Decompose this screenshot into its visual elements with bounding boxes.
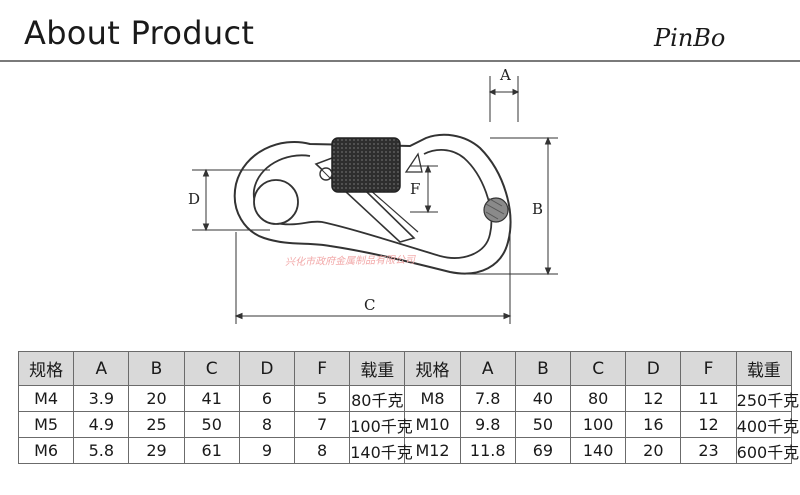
table-cell: 6	[238, 385, 296, 412]
table-row: M4 3.9 20 41 6 5 80千克 M8 7.8 40 80 12 11…	[17, 385, 799, 412]
table-cell: 11.8	[459, 437, 516, 464]
table-cell: 100千克	[349, 411, 413, 438]
header-cell: B	[514, 351, 572, 386]
table-cell: 50	[183, 411, 240, 438]
label-b: B	[532, 200, 543, 218]
header-cell: C	[570, 351, 627, 386]
table-cell: 100	[570, 411, 627, 438]
header-cell: C	[183, 351, 240, 386]
table-cell: M6	[17, 437, 75, 464]
header-cell: D	[625, 351, 682, 386]
table-cell: 600千克	[735, 437, 799, 464]
table-cell: M8	[404, 385, 461, 412]
table-cell: 25	[128, 411, 185, 438]
table-cell: 69	[514, 437, 572, 464]
dimension-d	[192, 168, 270, 232]
table-cell: 4.9	[73, 411, 130, 438]
brand-logo: PinBo	[654, 24, 726, 52]
table-cell: 12	[680, 411, 737, 438]
table-cell: 400千克	[735, 411, 799, 438]
table-cell: 20	[128, 385, 185, 412]
carabiner-diagram: A B C D F	[188, 66, 558, 324]
header-cell: F	[294, 351, 351, 386]
dimension-f	[410, 164, 438, 214]
gate	[314, 157, 416, 243]
header-cell: B	[128, 351, 185, 386]
header-cell: 载重	[349, 351, 406, 386]
header-cell: D	[238, 351, 296, 386]
table-cell: 250千克	[735, 385, 799, 412]
label-d: D	[188, 190, 200, 208]
table-cell: 140千克	[349, 437, 413, 464]
dimension-c	[234, 232, 512, 324]
table-cell: 20	[625, 437, 682, 464]
spec-table: 规格 A B C D F 载重 规格 A B C D F 载重 M4 3.9 2…	[17, 351, 799, 464]
carabiner-outline	[233, 133, 512, 275]
eye-hole	[253, 179, 299, 225]
table-cell: 29	[128, 437, 185, 464]
header-cell: F	[680, 351, 737, 386]
table-cell: 11	[680, 385, 737, 412]
page-title: About Product	[24, 14, 255, 52]
table-cell: 80	[570, 385, 627, 412]
table-cell: M5	[17, 411, 75, 438]
header-divider	[0, 60, 800, 62]
table-cell: 12	[625, 385, 682, 412]
table-cell: 80千克	[349, 385, 406, 412]
table-cell: 5	[294, 385, 351, 412]
table-cell: 5.8	[73, 437, 130, 464]
label-f: F	[410, 180, 420, 198]
table-cell: 61	[183, 437, 240, 464]
label-c: C	[364, 296, 375, 314]
watermark-text: 兴化市政府金属制品有限公司	[284, 254, 416, 269]
table-cell: 3.9	[73, 385, 130, 412]
header-cell: 规格	[404, 351, 461, 386]
table-row: M5 4.9 25 50 8 7 100千克 M10 9.8 50 100 16…	[17, 411, 799, 438]
spec-table-header: 规格 A B C D F 载重 规格 A B C D F 载重	[17, 351, 793, 386]
table-cell: 40	[514, 385, 572, 412]
table-cell: 16	[625, 411, 682, 438]
header-cell: A	[459, 351, 516, 386]
table-cell: M4	[17, 385, 75, 412]
table-cell: 9.8	[459, 411, 516, 438]
header-cell: 载重	[735, 351, 793, 386]
label-a: A	[499, 66, 511, 84]
table-cell: 8	[294, 437, 351, 464]
dimension-a	[488, 76, 520, 122]
screw-lock-sleeve	[331, 137, 401, 193]
table-cell: 7.8	[459, 385, 516, 412]
table-cell: M12	[404, 437, 461, 464]
table-row: M6 5.8 29 61 9 8 140千克 M12 11.8 69 140 2…	[17, 437, 799, 464]
table-cell: 41	[183, 385, 240, 412]
dimension-b	[465, 136, 558, 276]
header-cell: 规格	[17, 351, 75, 386]
table-cell: 8	[238, 411, 296, 438]
table-cell: 23	[680, 437, 737, 464]
header-cell: A	[73, 351, 130, 386]
table-cell: 7	[294, 411, 351, 438]
table-cell: 50	[514, 411, 572, 438]
table-cell: M10	[404, 411, 461, 438]
table-cell: 140	[570, 437, 627, 464]
table-cell: 9	[238, 437, 296, 464]
